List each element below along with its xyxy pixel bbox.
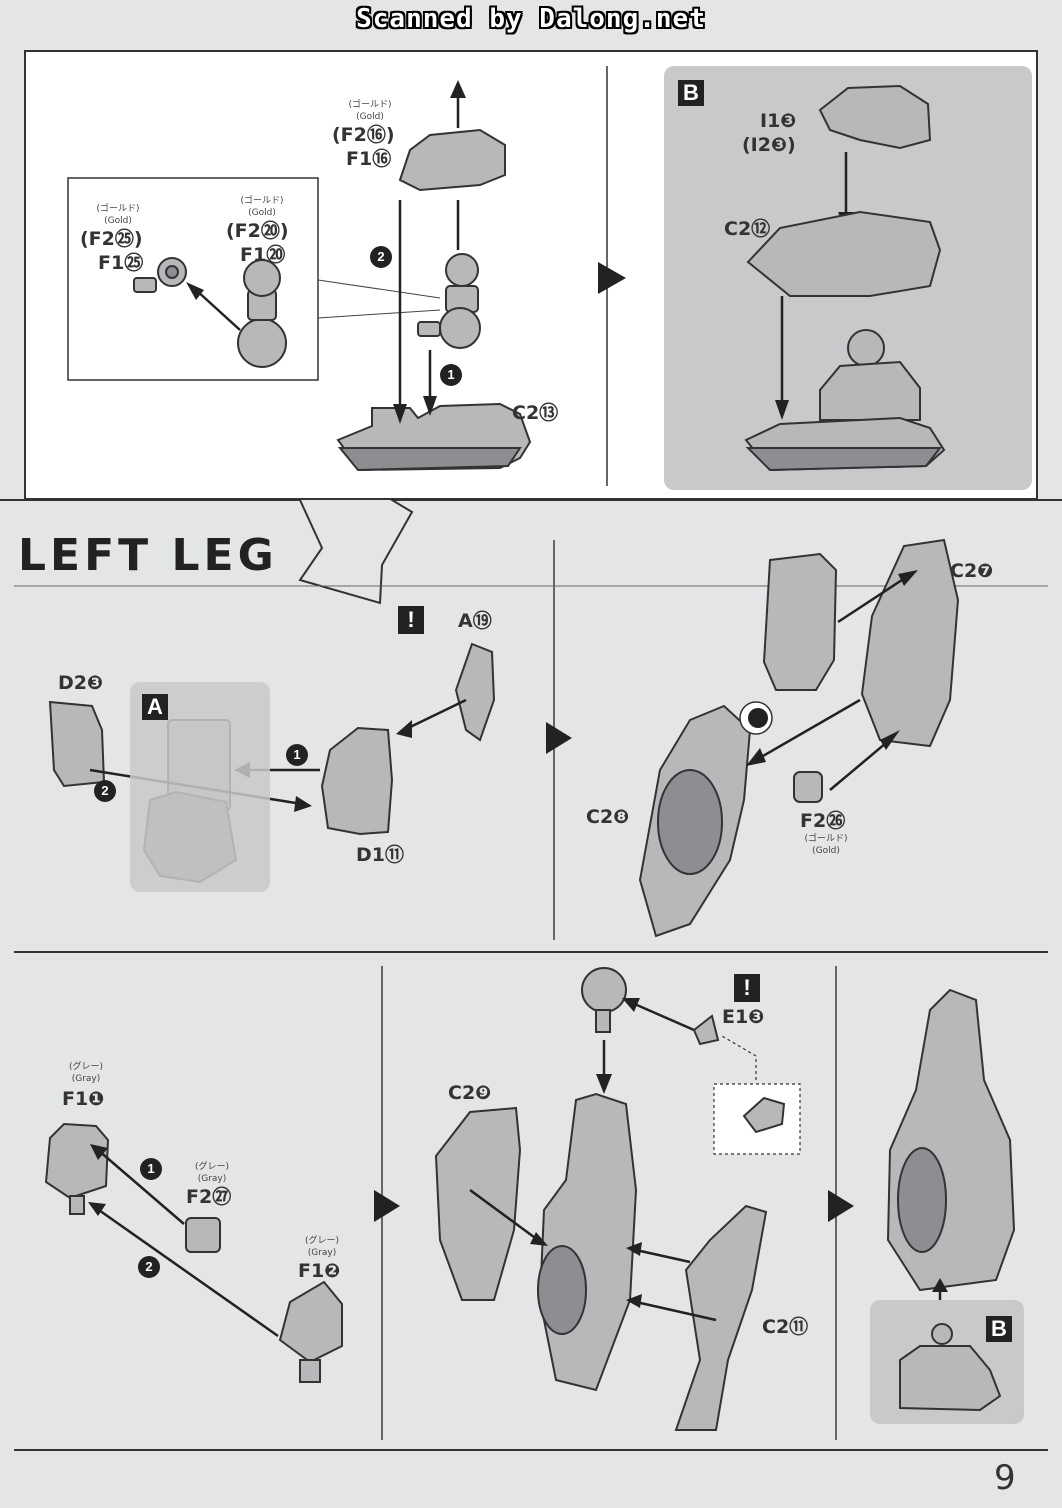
crest-part <box>818 84 932 150</box>
gray-label-jp: (グレー) <box>194 1162 230 1172</box>
part-label-e1-3: E1❸ <box>722 1006 765 1028</box>
part-label-c2-12: C2⑫ <box>724 218 771 240</box>
step-number: 2 <box>370 246 392 268</box>
part-label-f1-20: F1⑳ <box>240 244 286 266</box>
a-badge: A <box>142 694 168 720</box>
caution-icon: ! <box>398 606 424 634</box>
part-label-d2-3: D2❸ <box>58 672 104 694</box>
gray-label-jp: (グレー) <box>304 1236 340 1246</box>
caution-icon: ! <box>734 974 760 1002</box>
part-label-f2-27: F2㉗ <box>186 1186 232 1208</box>
gray-label-en: (Gray) <box>71 1074 101 1084</box>
outer-armor-c2-9 <box>434 1106 522 1301</box>
gray-label-en: (Gray) <box>307 1248 337 1258</box>
center-ball-joint <box>417 253 481 349</box>
part-label-f2-25: (F2㉕) <box>80 228 143 250</box>
gold-label-en: (Gold) <box>248 208 276 218</box>
part-label-a19: A⑲ <box>458 610 492 632</box>
gray-f1-1-part <box>44 1122 110 1215</box>
part-label-c2-8: C2❽ <box>586 806 630 828</box>
side-armor-part <box>48 700 106 788</box>
part-label-c2-7: C2❼ <box>950 560 994 582</box>
part-label-c2-9: C2❾ <box>448 1082 492 1104</box>
inner-frame-c2-7 <box>860 538 960 748</box>
gold-label-jp: (ゴールド) <box>240 196 284 206</box>
part-label-f1-2: F1❷ <box>298 1260 341 1282</box>
part-label-c2-13: C2⑬ <box>512 402 559 424</box>
step-number: 1 <box>140 1158 162 1180</box>
watermark: Scanned by Dalong.net <box>356 4 706 34</box>
socket-part-small <box>133 257 187 293</box>
bottom-b-part <box>899 1323 1002 1412</box>
page-number: 9 <box>994 1458 1016 1498</box>
gold-label-jp: (ゴールド) <box>348 100 392 110</box>
e1-3-part <box>692 1014 720 1046</box>
part-label-i1-3: I1❸ <box>760 110 797 132</box>
part-label-f2-20: (F2⑳) <box>226 220 289 242</box>
b-badge: B <box>986 1316 1012 1342</box>
part-label-f1-25: F1㉕ <box>98 252 144 274</box>
base-part <box>336 402 532 472</box>
gray-label-jp: (グレー) <box>68 1062 104 1072</box>
shell-part <box>746 210 942 297</box>
b-badge: B <box>678 80 704 106</box>
assembled-base <box>744 329 946 472</box>
calf-armor-c2-11 <box>674 1204 768 1431</box>
assembled-leg <box>886 988 1016 1292</box>
step-number: 2 <box>138 1256 160 1278</box>
shin-armor-c2-8 <box>638 704 752 938</box>
part-label-f1-16: F1⑯ <box>346 148 392 170</box>
gray-f1-2-part <box>278 1280 343 1383</box>
step-number: 1 <box>440 364 462 386</box>
cap-part <box>398 128 506 192</box>
step-number: 2 <box>94 780 116 802</box>
gold-label-en: (Gold) <box>356 112 384 122</box>
part-label-f2-16: (F2⑯) <box>332 124 395 146</box>
gold-label-en: (Gold) <box>104 216 132 226</box>
thigh-armor-part <box>320 726 394 836</box>
ball-joint-part <box>237 259 287 368</box>
part-label-f1-1: F1❶ <box>62 1088 105 1110</box>
knee-joint-part <box>581 967 627 1033</box>
part-label-c2-11: C2⑪ <box>762 1316 809 1338</box>
step-number: 1 <box>286 744 308 766</box>
a19-part <box>454 642 496 742</box>
lower-leg-assembly <box>537 1092 638 1392</box>
gold-label-jp: (ゴールド) <box>804 834 848 844</box>
part-label-i2-3: (I2❸) <box>742 134 796 156</box>
section-title: LEFT LEG <box>18 530 278 581</box>
knee-part <box>762 552 838 691</box>
gold-label-en: (Gold) <box>812 846 840 856</box>
gold-cap-f2-26 <box>739 701 823 803</box>
gray-f2-27-part <box>185 1217 221 1253</box>
part-label-f2-26: F2㉖ <box>800 810 846 832</box>
part-label-d1-11: D1⑪ <box>356 844 404 866</box>
gold-label-jp: (ゴールド) <box>96 204 140 214</box>
gray-label-en: (Gray) <box>197 1174 227 1184</box>
